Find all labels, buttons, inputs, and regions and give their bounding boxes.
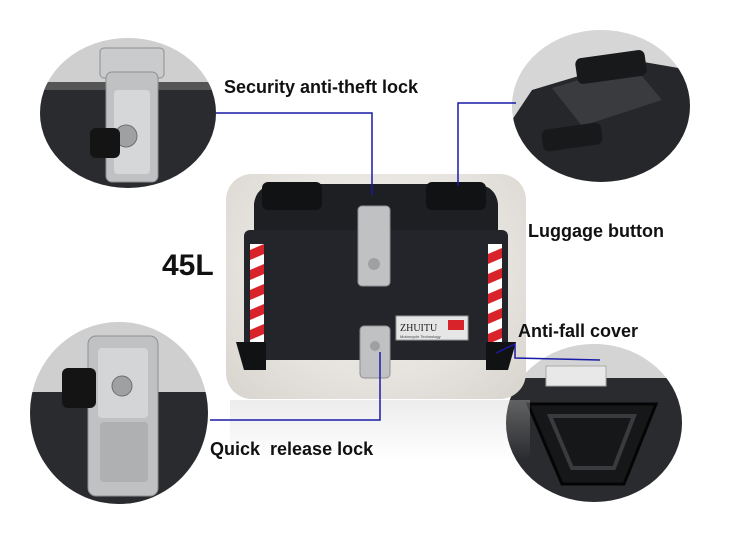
brand-badge-subtext: Motorcycle Technology [400,334,441,339]
brand-badge-text: ZHUITU [400,323,438,334]
anti-fall-cover-closeup-illustration [506,344,682,502]
quick-release-lock-closeup-photo [30,322,208,504]
leader-line-quick-release-lock [210,352,381,421]
leader-line-anti-fall-cover [495,342,601,361]
security-lock-closeup-illustration [40,38,216,188]
anti-fall-cover-closeup-photo [506,344,682,502]
leader-line-luggage-button [457,102,516,186]
callout-security-lock: Security anti-theft lock [224,77,419,97]
luggage-button-closeup-photo [512,30,690,182]
left-reflector [250,244,264,344]
luggage-button-closeup-illustration [512,30,690,182]
capacity-label: 45L [162,249,214,282]
leader-line-security-lock [216,112,373,195]
callout-anti-fall-cover: Anti-fall cover [518,321,639,341]
right-reflector [488,244,502,344]
security-lock-closeup-photo [40,38,216,188]
top-case-product-photo: ZHUITU Motorcycle Technology [226,174,526,399]
quick-release-lock-closeup-illustration [30,322,208,504]
callout-luggage-button: Luggage button [528,221,664,241]
callout-quick-release-lock: Quick release lock [210,439,374,459]
top-case-illustration: ZHUITU Motorcycle Technology [236,182,516,379]
